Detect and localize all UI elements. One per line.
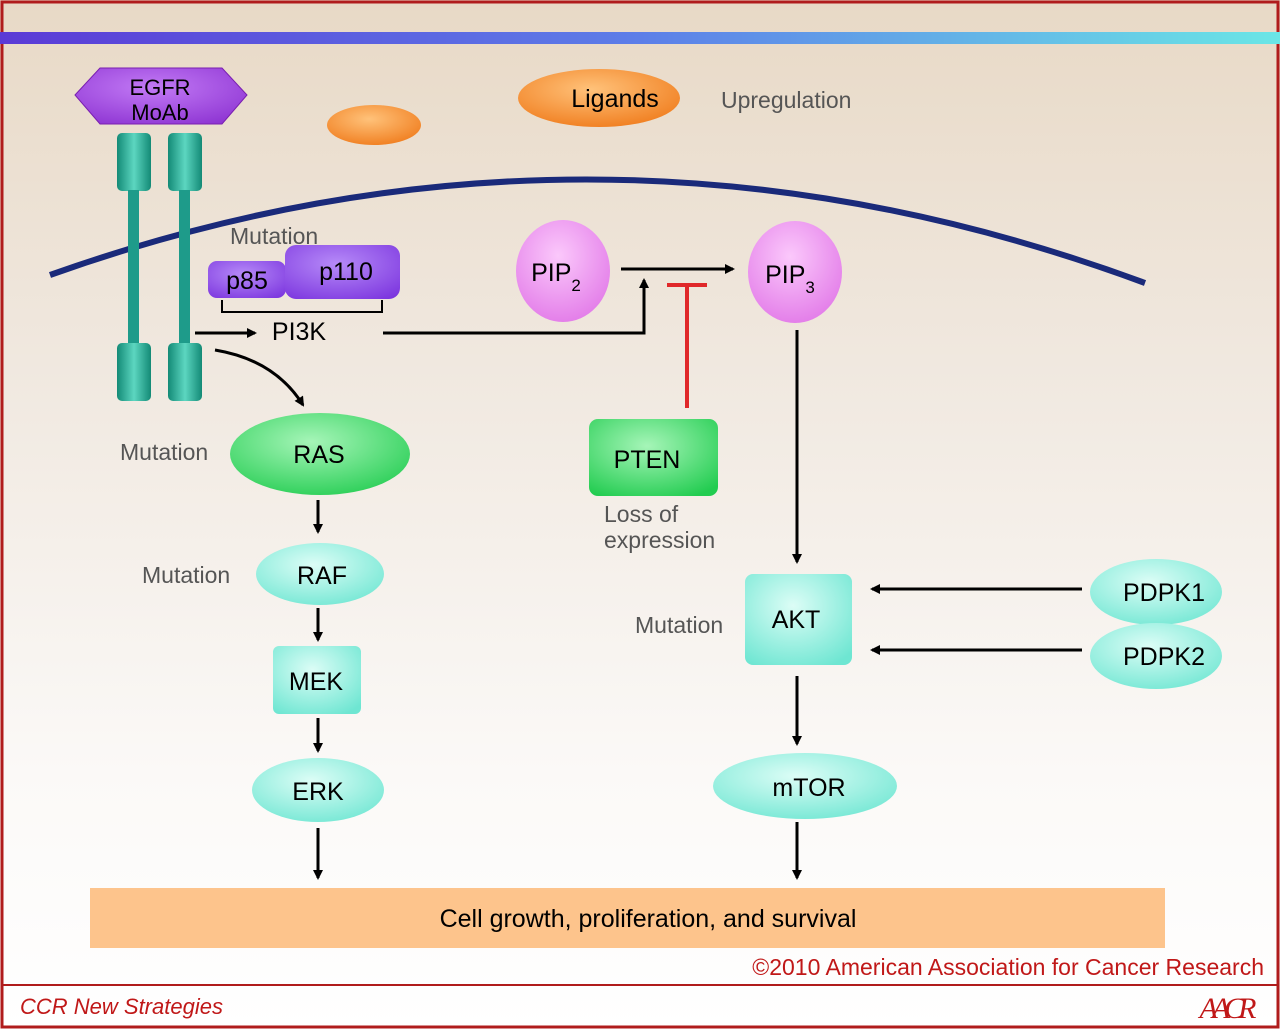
akt-node	[745, 574, 852, 665]
pip2-label: PIP2	[531, 259, 581, 295]
cell-membrane	[48, 176, 1147, 286]
p110-label: p110	[319, 258, 373, 286]
mek-label: MEK	[289, 668, 344, 696]
raf-label: RAF	[297, 562, 347, 590]
ligands-note: Upregulation	[721, 87, 851, 113]
egfr-antibody	[74, 67, 248, 125]
pi3k-label: PI3K	[272, 318, 327, 346]
pdpk2-node	[1090, 623, 1222, 689]
raf-mutation-note: Mutation	[142, 562, 230, 588]
p85-label: p85	[226, 267, 268, 295]
mtor-node	[713, 753, 897, 819]
pdpk1-label: PDPK1	[1123, 579, 1205, 607]
pip3-label: PIP3	[765, 261, 815, 297]
pdpk2-label: PDPK2	[1123, 643, 1205, 671]
copyright-text: ©2010 American Association for Cancer Re…	[752, 954, 1264, 980]
outcome-box	[90, 888, 1165, 948]
outcome-label: Cell growth, proliferation, and survival	[440, 905, 857, 933]
egfr-receptor	[117, 133, 202, 401]
mtor-label: mTOR	[772, 774, 845, 802]
mek-node	[273, 646, 361, 714]
pi3k-mutation-note: Mutation	[230, 223, 318, 249]
aacr-logo: AACR	[1198, 992, 1257, 1025]
header-gradient-bar	[0, 32, 1280, 44]
journal-label: CCR New Strategies	[20, 994, 223, 1019]
pten-label: PTEN	[614, 446, 681, 474]
pi3k-bracket	[221, 300, 383, 313]
pip2-node	[516, 220, 610, 322]
pten-node	[589, 419, 718, 496]
pten-note-line1: Loss of	[604, 501, 679, 527]
ras-label: RAS	[293, 441, 344, 469]
pip3-node	[748, 221, 842, 323]
pdpk1-node	[1090, 559, 1222, 625]
ligands-label: Ligands	[571, 85, 659, 113]
akt-label: AKT	[772, 606, 821, 634]
antibody-label-line1: EGFR	[129, 75, 190, 100]
ras-mutation-note: Mutation	[120, 439, 208, 465]
pten-note-line2: expression	[604, 527, 715, 553]
p110-node	[285, 245, 400, 299]
ras-node	[230, 413, 410, 495]
ligands-node	[518, 69, 680, 127]
receptor-to-ras-arrow	[214, 348, 305, 407]
erk-node	[252, 758, 384, 822]
p85-node	[208, 261, 286, 298]
ligand-blob	[327, 105, 421, 145]
pi3k-to-conversion-arrow	[383, 278, 649, 335]
raf-node	[256, 543, 384, 605]
erk-label: ERK	[292, 778, 344, 806]
antibody-label-line2: MoAb	[131, 100, 188, 125]
akt-mutation-note: Mutation	[635, 612, 723, 638]
